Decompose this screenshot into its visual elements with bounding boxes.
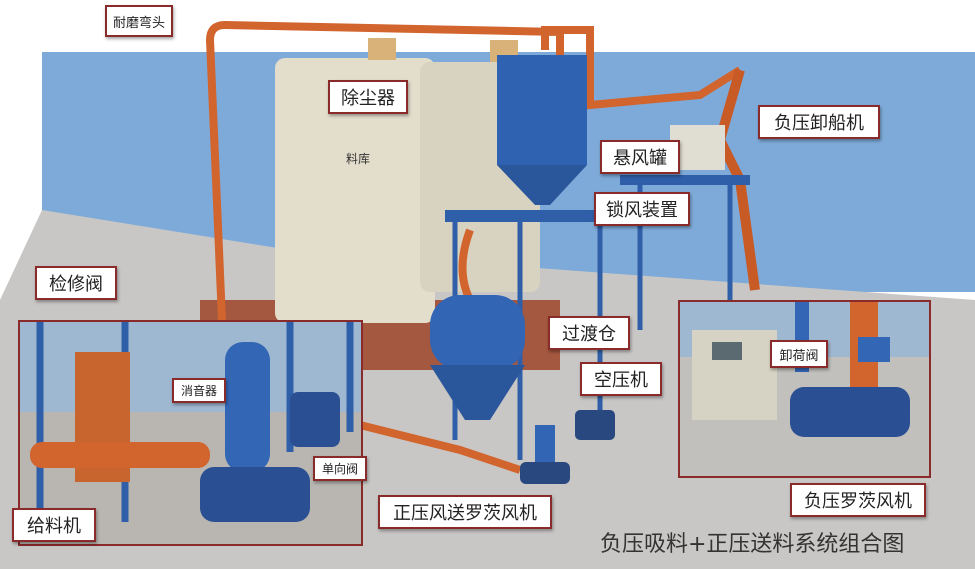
silencer-pipe xyxy=(30,442,210,468)
unloader-arm xyxy=(714,68,760,291)
label-ship-unloader: 负压卸船机 xyxy=(758,105,880,139)
conveying-pipe xyxy=(205,20,743,321)
label-air-compressor: 空压机 xyxy=(580,362,662,396)
conveying-pipe xyxy=(359,228,522,474)
roots-blower xyxy=(200,467,310,522)
label-feeder: 给料机 xyxy=(12,508,96,542)
platform xyxy=(620,175,750,185)
blower xyxy=(575,410,615,440)
bin-cone xyxy=(430,365,525,420)
dust-collector-unit xyxy=(368,38,396,60)
label-transition-bin: 过渡仓 xyxy=(548,316,630,350)
blower xyxy=(520,462,570,484)
label-dust-collector: 除尘器 xyxy=(328,80,408,114)
silencer xyxy=(225,342,270,472)
label-unloading-valve: 卸荷阀 xyxy=(770,340,828,368)
transition-bin xyxy=(430,295,525,370)
platform xyxy=(445,210,615,222)
label-positive-blower: 正压风送罗茨风机 xyxy=(378,495,552,529)
label-suspension-tank: 悬风罐 xyxy=(600,140,680,174)
inset-positive-blower xyxy=(18,320,363,546)
roots-blower xyxy=(790,387,910,437)
label-negative-blower: 负压罗茨风机 xyxy=(790,483,926,517)
label-silencer: 消音器 xyxy=(172,378,226,403)
suspension-tank xyxy=(497,55,587,165)
blower-small xyxy=(290,392,340,447)
label-airlock: 锁风装置 xyxy=(594,192,690,226)
silo-left xyxy=(275,58,435,323)
unloading-valve xyxy=(858,337,890,362)
tank-cone xyxy=(497,165,587,205)
label-wear-elbow: 耐磨弯头 xyxy=(105,5,173,37)
label-service-valve: 检修阀 xyxy=(35,266,117,300)
inset-negative-blower xyxy=(678,300,931,478)
diagram-title: 负压吸料+正压送料系统组合图 xyxy=(600,532,905,557)
label-silo: 料库 xyxy=(346,152,371,166)
label-check-valve: 单向阀 xyxy=(313,456,367,481)
